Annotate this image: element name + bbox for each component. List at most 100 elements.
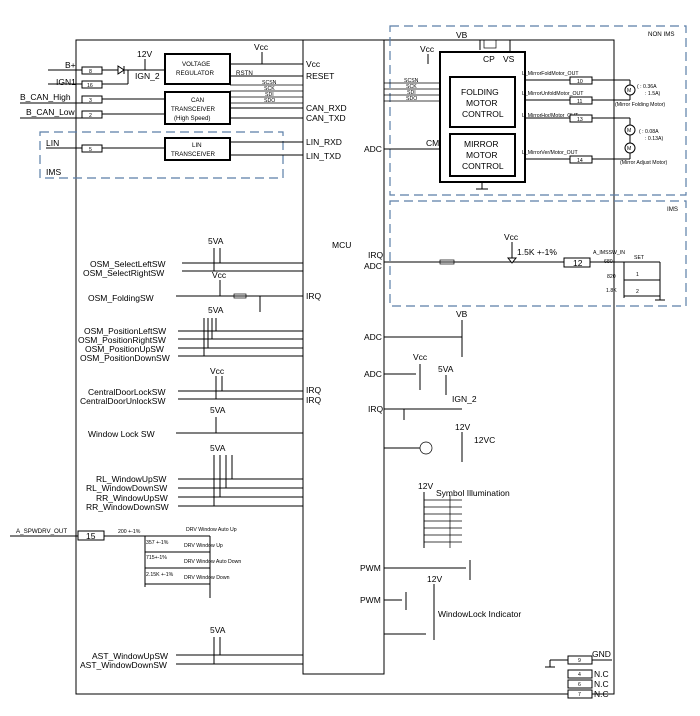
vcc-adc: Vcc: [413, 352, 428, 362]
ims-signal: A_IMSSW_IN: [593, 250, 625, 256]
ign2-right: IGN_2: [452, 394, 477, 404]
lin-label: LIN: [46, 138, 59, 148]
adc-vcc-circuit: ADC Vcc 5VA: [364, 352, 454, 395]
drv-r1: 200 +-1%: [118, 529, 141, 535]
adc-vcc: ADC: [364, 369, 382, 379]
vcc-cdl: Vcc: [210, 366, 225, 376]
fold-line2: MOTOR: [466, 98, 497, 108]
left-wires: [20, 65, 165, 149]
drv-r4: 2.15K +-1%: [146, 572, 174, 578]
cm-label: CM: [426, 138, 439, 148]
svg-text:9: 9: [578, 658, 581, 664]
svg-text:4: 4: [578, 672, 581, 678]
sw-cdl-lock: CentralDoorLockSW: [88, 387, 165, 397]
bplus-label: B+: [65, 60, 76, 70]
sw-rr-up: RR_WindowUpSW: [96, 493, 168, 503]
ims-adc: ADC: [364, 261, 382, 271]
symbol-illumination: 12V Symbol Illumination: [418, 481, 510, 548]
nc-2: N.C: [594, 679, 609, 689]
pwm-2: PWM: [360, 595, 381, 605]
svg-text:7: 7: [578, 692, 581, 698]
v5va-3: 5VA: [210, 405, 226, 415]
mcu-label: MCU: [332, 240, 351, 250]
v12-wl: 12V: [427, 574, 442, 584]
vb-adc: VB: [456, 309, 468, 319]
v5va-4: 5VA: [210, 443, 226, 453]
svg-text:SCSN: SCSN: [262, 80, 277, 86]
mcu-pin-can-txd: CAN_TXD: [306, 113, 346, 123]
irq-ign2: IRQ: [368, 404, 384, 414]
mcu-pin-can-rxd: CAN_RXD: [306, 103, 347, 113]
mcu-pin-vcc: Vcc: [306, 59, 321, 69]
rstn-label: RSTN: [236, 70, 253, 77]
drv-window-section: A_SPWDRV_OUT 15 200 +-1% 357 +-1% 715+-1…: [10, 527, 241, 598]
svg-text:SCSN: SCSN: [404, 78, 419, 84]
adc-vb-circuit: ADC VB: [364, 309, 468, 357]
sw-osm-folding: OSM_FoldingSW: [88, 293, 154, 303]
nc-3: N.C: [594, 689, 609, 699]
svg-text:SDI: SDI: [265, 92, 274, 98]
gnd-label: GND: [592, 649, 611, 659]
adjust-motor-symbol-1: M: [624, 124, 636, 136]
svg-text:L_MirrorVer/Motor_OUT: L_MirrorVer/Motor_OUT: [522, 150, 578, 156]
drv-signal: A_SPWDRV_OUT: [16, 528, 67, 535]
mcu-pin-lin-rxd: LIN_RXD: [306, 137, 342, 147]
12vc-circuit: 12V 12VC: [384, 422, 495, 462]
sw-ast-down: AST_WindowDownSW: [80, 660, 167, 670]
ims-sw1: 1: [636, 272, 639, 278]
drv-auto-up: DRV Window Auto Up: [186, 527, 237, 533]
can-line1: CAN: [191, 97, 204, 104]
ast-switches: AST_WindowUpSW AST_WindowDownSW 5VA: [80, 625, 303, 670]
sw-osm-pos-right: OSM_PositionRightSW: [78, 335, 166, 345]
osm-position-switches: OSM_PositionLeftSW OSM_PositionRightSW O…: [78, 305, 303, 363]
svg-text:M: M: [627, 128, 631, 134]
bcan-low-label: B_CAN_Low: [26, 107, 76, 117]
ims-resistor: 1.5K +-1%: [517, 247, 557, 257]
cp-label: CP: [483, 54, 495, 64]
svg-text:6: 6: [578, 682, 581, 688]
drv-down: DRV Window Down: [184, 575, 230, 581]
ims-set: SET: [634, 255, 645, 261]
adjust-spec-1: ( : 0.08A: [639, 129, 659, 135]
sw-window-lock: Window Lock SW: [88, 429, 155, 439]
bottom-right-connectors: 9 4 6 7: [545, 655, 612, 699]
drv-r3: 715+-1%: [146, 555, 167, 561]
svg-text:10: 10: [577, 79, 583, 85]
v5va-2: 5VA: [208, 305, 224, 315]
vcc-ims: Vcc: [504, 232, 519, 242]
drv-r2: 357 +-1%: [146, 540, 169, 546]
pin-boxes-left: [81, 66, 103, 153]
svg-text:SCK: SCK: [264, 86, 275, 92]
adc-vb: ADC: [364, 332, 382, 342]
ims-r18k: 1.8K: [606, 288, 617, 294]
pin-8: 8: [89, 69, 92, 75]
pwm-illum: PWM: [360, 560, 471, 580]
v5va-5: 5VA: [210, 625, 226, 635]
vb-nonims: VB: [456, 30, 468, 40]
can-transceiver: [164, 91, 231, 125]
ign2-top: IGN_2: [135, 71, 160, 81]
ims-pin: 12: [573, 258, 583, 268]
svg-text:14: 14: [577, 158, 583, 164]
svg-text:L_MirrorFoldMotor_OUT: L_MirrorFoldMotor_OUT: [522, 71, 579, 77]
svg-text:SDO: SDO: [406, 96, 417, 102]
v12-illum: 12V: [418, 481, 433, 491]
pin-3: 3: [89, 98, 92, 104]
sw-osm-pos-up: OSM_PositionUpSW: [85, 344, 164, 354]
sw-rl-up: RL_WindowUpSW: [96, 474, 166, 484]
non-ims-region: [389, 25, 687, 196]
lin-line2: TRANSCEIVER: [171, 151, 216, 158]
fold-motor-symbol: M: [624, 84, 636, 96]
vcc-folding: Vcc: [212, 270, 227, 280]
vreg-line1: VOLTAGE: [182, 61, 210, 68]
sw-rl-down: RL_WindowDownSW: [86, 483, 167, 493]
pin-5: 5: [89, 147, 92, 153]
svg-text:SDO: SDO: [264, 98, 275, 104]
mirror-line3: CONTROL: [462, 161, 504, 171]
nc-1: N.C: [594, 669, 609, 679]
nonims-spi: SCSN SCK SDI SDO: [384, 78, 440, 102]
fold-line3: CONTROL: [462, 109, 504, 119]
can-spi: SCSN SCK SDI SDO: [230, 80, 303, 104]
fold-line1: FOLDING: [461, 87, 499, 97]
svg-text:L_MirrorUnfoldMotor_OUT: L_MirrorUnfoldMotor_OUT: [522, 91, 584, 97]
